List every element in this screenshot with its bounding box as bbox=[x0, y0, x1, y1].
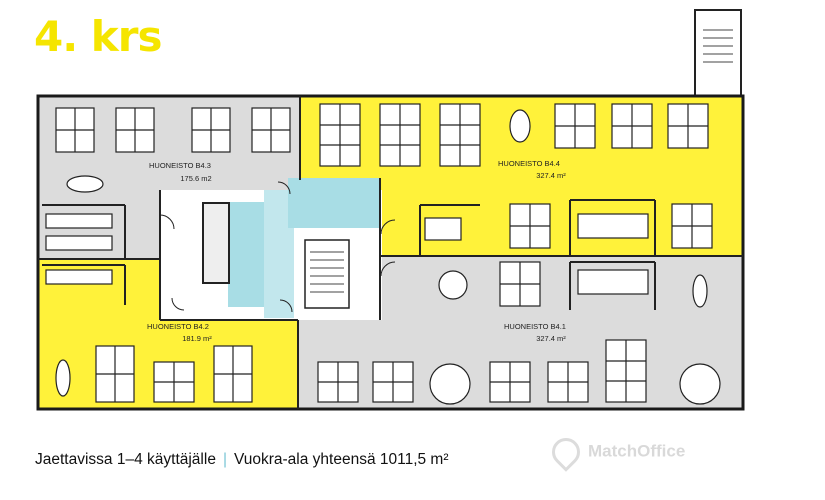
stair-core bbox=[304, 239, 350, 309]
building-outline bbox=[36, 94, 745, 411]
core-lobby bbox=[288, 178, 380, 228]
unit-b44-name: HUONEISTO B4.4 bbox=[498, 159, 560, 168]
round-tables bbox=[55, 109, 721, 405]
desk-group bbox=[45, 103, 713, 403]
watermark-text: MatchOffice bbox=[588, 441, 686, 461]
core-corridor bbox=[264, 190, 294, 318]
map-pin-icon bbox=[546, 432, 586, 472]
footer: Jaettavissa 1–4 käyttäjälle | Vuokra-ala y… bbox=[35, 451, 449, 469]
exterior-stair-tower bbox=[694, 9, 742, 97]
stair-treads bbox=[310, 251, 344, 293]
unit-b44-area-label: 327.4 m² bbox=[536, 171, 566, 180]
floor-title: 4. krs bbox=[34, 12, 162, 61]
door-swings bbox=[159, 181, 396, 313]
unit-b43-name: HUONEISTO B4.3 bbox=[149, 161, 211, 170]
exterior-stair-treads bbox=[703, 29, 733, 63]
shaft bbox=[202, 202, 230, 284]
interior-walls bbox=[38, 96, 743, 409]
shared-text: Jaettavissa 1–4 käyttäjälle bbox=[35, 451, 216, 468]
total-area-text: Vuokra-ala yhteensä 1011,5 m² bbox=[233, 451, 449, 468]
unit-b43-area-label: 175.6 m2 bbox=[180, 174, 211, 183]
core-wc bbox=[228, 202, 264, 307]
unit-b42-area-label: 181.9 m² bbox=[182, 334, 212, 343]
unit-b41-name: HUONEISTO B4.1 bbox=[504, 322, 566, 331]
watermark: MatchOffice bbox=[546, 432, 686, 472]
unit-b42-name: HUONEISTO B4.2 bbox=[147, 322, 209, 331]
footer-separator: | bbox=[222, 451, 227, 468]
unit-b41-area-label: 327.4 m² bbox=[536, 334, 566, 343]
